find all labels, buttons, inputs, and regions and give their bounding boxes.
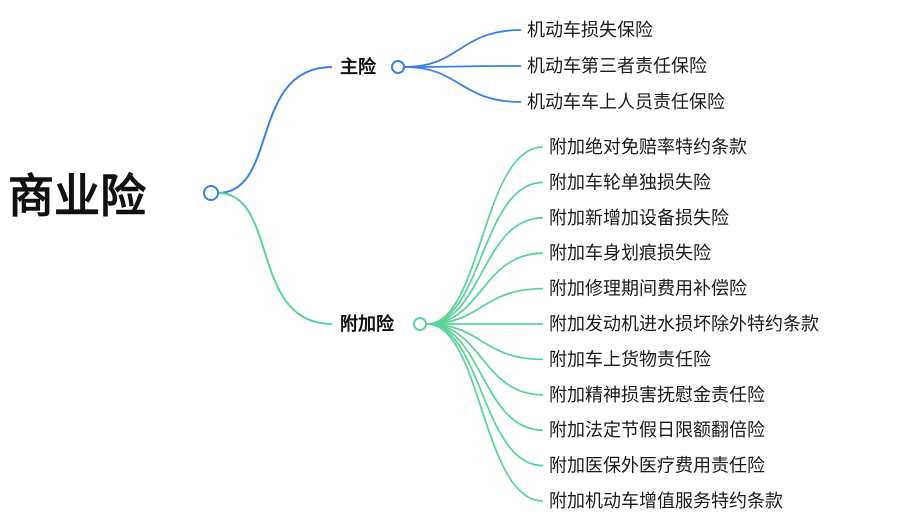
leaf-connector-line [426,252,544,325]
leaf-topic[interactable]: 附加新增加设备损失险 [549,208,729,229]
leaf-topic[interactable]: 附加法定节假日限额翻倍险 [549,420,765,441]
leaf-topic[interactable]: 附加修理期间费用补偿险 [549,279,747,300]
leaf-connector-line [426,323,544,467]
leaf-topic[interactable]: 机动车车上人员责任保险 [527,92,725,113]
branch-node-circle [413,317,427,331]
branch-node-circle [391,60,405,74]
root-connector-line [217,66,333,194]
leaf-connector-line [426,323,544,432]
leaf-topic[interactable]: 附加精神损害抚慰金责任险 [549,385,765,406]
leaf-connector-line [426,323,544,361]
leaf-topic[interactable]: 附加发动机进水损坏除外特约条款 [549,314,819,335]
leaf-topic[interactable]: 附加车上货物责任险 [549,349,711,370]
leaf-connector-line [426,287,544,325]
leaf-topic[interactable]: 附加绝对免赔率特约条款 [549,137,747,158]
leaf-topic[interactable]: 机动车第三者责任保险 [527,56,707,77]
root-topic[interactable]: 商业险 [8,169,147,223]
leaf-connector-line [404,65,522,68]
leaf-topic[interactable]: 机动车损失保险 [527,20,653,41]
leaf-connector-line [426,216,544,325]
leaf-topic[interactable]: 附加车轮单独损失险 [549,172,711,193]
leaf-connector-line [426,146,544,325]
leaf-connector-line [426,323,544,502]
leaf-topic[interactable]: 附加机动车增值服务特约条款 [549,491,783,512]
branch-topic[interactable]: 主险 [340,56,377,78]
leaf-connector-line [404,29,522,68]
leaf-connector-line [404,66,522,103]
leaf-topic[interactable]: 附加车身划痕损失险 [549,243,711,264]
root-node-circle [203,185,219,201]
root-connector-line [217,192,333,325]
leaf-connector-line [426,323,544,396]
connector-lines [217,29,544,502]
leaf-connector-line [426,181,544,325]
leaf-topic[interactable]: 附加医保外医疗费用责任险 [549,456,765,477]
branch-topic[interactable]: 附加险 [340,313,395,335]
